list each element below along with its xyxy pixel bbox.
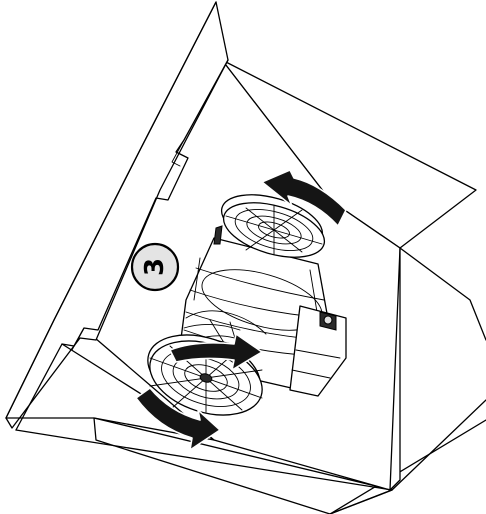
rotation-arrow-bottom-icon bbox=[135, 387, 221, 451]
hood-left-flap bbox=[5, 1, 229, 431]
step-badge-circle bbox=[130, 242, 180, 292]
step-number: 3 bbox=[140, 258, 170, 276]
top-filter-grille bbox=[213, 194, 326, 258]
electrical-box bbox=[289, 305, 347, 397]
rotation-arrow-top-icon bbox=[261, 169, 347, 227]
rotation-arrow-middle-icon bbox=[169, 333, 263, 371]
step-badge: 3 bbox=[130, 242, 180, 292]
